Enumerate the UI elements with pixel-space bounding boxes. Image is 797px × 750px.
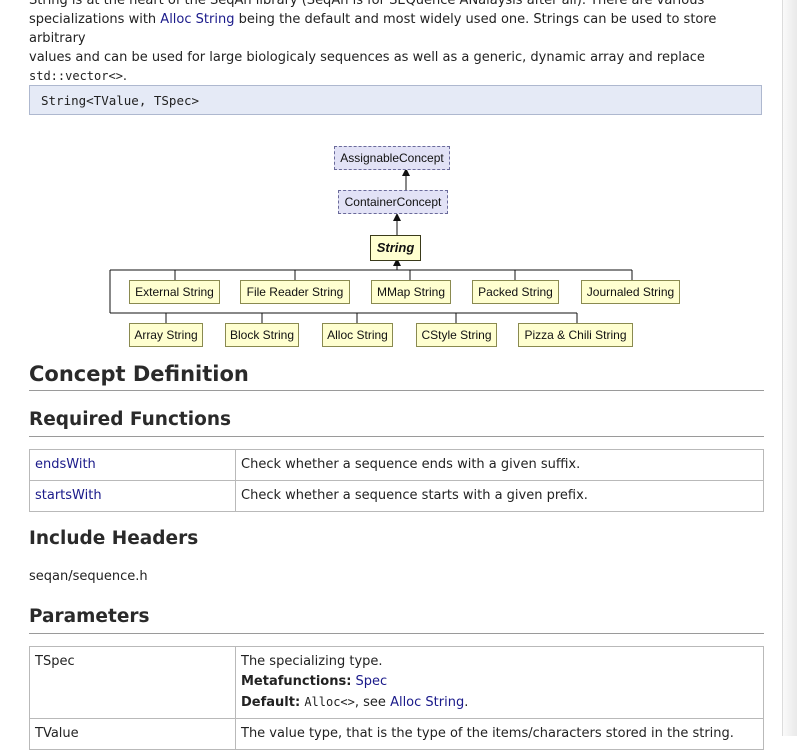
spec-cstyle-string[interactable]: CStyle String xyxy=(416,323,497,347)
meta-label: Metafunctions: xyxy=(241,674,352,689)
spec-packed-string[interactable]: Packed String xyxy=(472,280,559,304)
param-desc-cell: The specializing type. Metafunctions: Sp… xyxy=(235,646,764,719)
inheritance-diagram: AssignableConcept ContainerConcept Strin… xyxy=(0,0,797,360)
spec-array-string[interactable]: Array String xyxy=(129,323,203,347)
param-name-cell: TValue xyxy=(29,718,236,750)
intro-line-4: std::vector<>. xyxy=(29,67,764,86)
spec-alloc-string[interactable]: Alloc String xyxy=(322,323,393,347)
intro-line-1: String is at the heart of the SeqAn libr… xyxy=(29,0,705,8)
table-row: endsWith Check whether a sequence ends w… xyxy=(29,449,764,481)
heading-parameters: Parameters xyxy=(29,606,764,634)
signature-code: String<TValue, TSpec> xyxy=(41,93,200,108)
function-desc-cell: Check whether a sequence ends with a giv… xyxy=(235,449,764,481)
function-desc-cell: Check whether a sequence starts with a g… xyxy=(235,480,764,512)
window-frame-edge xyxy=(782,0,797,736)
intro-text: . xyxy=(122,69,128,84)
param-desc: The specializing type. xyxy=(241,654,383,669)
spec-file-reader-string[interactable]: File Reader String xyxy=(240,280,350,304)
signature-box: String<TValue, TSpec> xyxy=(29,85,762,115)
intro-line-2: specializations with Alloc String being … xyxy=(29,10,764,48)
table-row: startsWith Check whether a sequence star… xyxy=(29,480,764,512)
concept-assignable[interactable]: AssignableConcept xyxy=(334,146,450,170)
alloc-string-link[interactable]: Alloc String xyxy=(160,12,235,27)
default-code: Alloc<> xyxy=(304,695,355,709)
ends-with-link[interactable]: endsWith xyxy=(35,457,96,472)
class-string[interactable]: String xyxy=(370,235,421,261)
function-name-cell: endsWith xyxy=(29,449,236,481)
table-row: TSpec The specializing type. Metafunctio… xyxy=(29,646,764,719)
spec-external-string[interactable]: External String xyxy=(129,280,220,304)
spec-link[interactable]: Spec xyxy=(355,674,388,689)
intro-paragraph: String is at the heart of the SeqAn libr… xyxy=(29,0,764,86)
alloc-string-default-link[interactable]: Alloc String xyxy=(390,695,465,710)
function-name-cell: startsWith xyxy=(29,480,236,512)
required-functions-table: endsWith Check whether a sequence ends w… xyxy=(29,449,764,512)
spec-block-string[interactable]: Block String xyxy=(225,323,299,347)
table-row: TValue The value type, that is the type … xyxy=(29,718,764,750)
parameters-table: TSpec The specializing type. Metafunctio… xyxy=(29,646,764,750)
heading-concept-definition: Concept Definition xyxy=(29,362,764,391)
concept-container[interactable]: ContainerConcept xyxy=(338,190,448,214)
default-end: . xyxy=(464,695,469,710)
intro-line-3: values and can be used for large biologi… xyxy=(29,50,705,65)
heading-required-functions: Required Functions xyxy=(29,409,764,437)
spec-journaled-string[interactable]: Journaled String xyxy=(581,280,680,304)
param-metafunctions: Metafunctions: Spec xyxy=(241,672,757,692)
intro-text: being the default and most widely used o… xyxy=(29,12,717,46)
spec-pizza-chili-string[interactable]: Pizza & Chili String xyxy=(518,323,633,347)
std-vector-code: std::vector<> xyxy=(29,69,123,83)
include-header-path: seqan/sequence.h xyxy=(29,569,148,584)
param-name-cell: TSpec xyxy=(29,646,236,719)
param-desc-cell: The value type, that is the type of the … xyxy=(235,718,764,750)
heading-include-headers: Include Headers xyxy=(29,528,199,549)
spec-mmap-string[interactable]: MMap String xyxy=(371,280,451,304)
param-default: Default: Alloc<>, see Alloc String. xyxy=(241,692,757,713)
default-label: Default: xyxy=(241,695,301,710)
default-mid: , see xyxy=(354,695,391,710)
starts-with-link[interactable]: startsWith xyxy=(35,488,102,503)
diagram-connectors xyxy=(109,168,633,323)
intro-text: specializations with xyxy=(29,12,161,27)
